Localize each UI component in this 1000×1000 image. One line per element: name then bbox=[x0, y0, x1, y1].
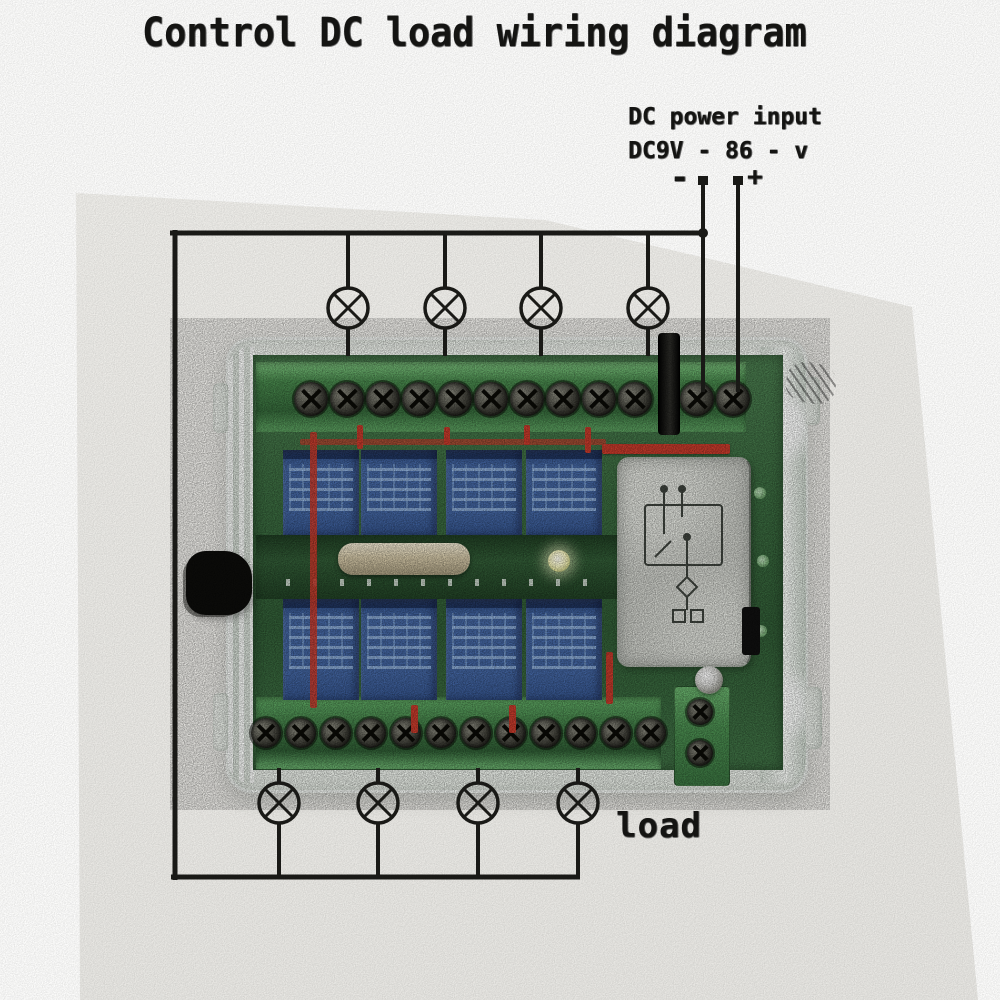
relay bbox=[526, 450, 602, 535]
terminal-screw bbox=[680, 382, 714, 416]
relay-pin-row bbox=[286, 579, 604, 586]
relay bbox=[361, 450, 437, 535]
terminal-screw bbox=[510, 382, 544, 416]
terminal-screw bbox=[294, 382, 328, 416]
voltage-range-label: DC9V - 86 - v bbox=[628, 138, 809, 164]
terminal-screw bbox=[582, 382, 616, 416]
mounting-ear bbox=[803, 687, 822, 749]
terminal-screw bbox=[366, 382, 400, 416]
dc-minus-wire-end bbox=[698, 176, 708, 185]
terminal-screw bbox=[438, 382, 472, 416]
terminal-screw bbox=[546, 382, 580, 416]
relay bbox=[446, 599, 522, 700]
mounting-ear bbox=[213, 693, 229, 751]
metal-dome bbox=[695, 666, 723, 694]
terminal-screw bbox=[474, 382, 508, 416]
rf-receiver-module bbox=[617, 457, 751, 667]
terminal-screw bbox=[461, 718, 491, 748]
mounting-ear bbox=[213, 383, 229, 433]
power-terminal-screw bbox=[687, 699, 713, 725]
red-wire-stub bbox=[509, 705, 516, 733]
diagram-title: Control DC load wiring diagram bbox=[142, 10, 807, 56]
red-jumper-wire bbox=[310, 432, 317, 708]
plus-polarity-label: + bbox=[747, 162, 763, 192]
relay bbox=[526, 599, 602, 700]
terminal-screw bbox=[321, 718, 351, 748]
load-label: load bbox=[616, 806, 702, 846]
terminal-screw bbox=[566, 718, 596, 748]
relay bbox=[446, 450, 522, 535]
power-terminal-screw bbox=[687, 740, 713, 766]
terminal-screw bbox=[330, 382, 364, 416]
terminal-screw bbox=[251, 718, 281, 748]
terminal-screw bbox=[356, 718, 386, 748]
red-wire-stub bbox=[411, 705, 418, 733]
terminal-screw bbox=[402, 382, 436, 416]
dc-power-input-label: DC power input bbox=[628, 104, 822, 130]
terminal-screw bbox=[286, 718, 316, 748]
terminal-screw bbox=[636, 718, 666, 748]
terminal-screw bbox=[716, 382, 750, 416]
terminal-screw bbox=[618, 382, 652, 416]
red-wire-stub bbox=[357, 425, 363, 449]
relay bbox=[361, 599, 437, 700]
red-wire-stub bbox=[606, 652, 613, 704]
terminal-screw bbox=[601, 718, 631, 748]
red-jumper-wire bbox=[300, 439, 606, 445]
black-power-wire bbox=[658, 333, 680, 435]
mounting-ear bbox=[803, 377, 820, 425]
minus-polarity-label: - bbox=[670, 158, 690, 196]
metal-capacitor-bar bbox=[338, 543, 470, 575]
module-etching bbox=[644, 485, 723, 623]
relay-module-board bbox=[186, 333, 840, 793]
solder-pad bbox=[757, 555, 769, 567]
relay bbox=[283, 599, 359, 700]
red-wire-stub bbox=[444, 427, 450, 445]
relay bbox=[283, 450, 359, 535]
side-component bbox=[742, 607, 760, 655]
red-wire-stub bbox=[524, 425, 530, 445]
indicator-led bbox=[548, 550, 570, 572]
red-wire-stub bbox=[585, 427, 591, 453]
terminal-screw bbox=[426, 718, 456, 748]
dc-plus-wire-end bbox=[733, 176, 743, 185]
solder-pad bbox=[754, 487, 766, 499]
red-jumper-wire bbox=[602, 444, 730, 454]
terminal-screw bbox=[531, 718, 561, 748]
bus-junction-dot bbox=[698, 228, 708, 238]
antenna-connector bbox=[186, 551, 252, 615]
